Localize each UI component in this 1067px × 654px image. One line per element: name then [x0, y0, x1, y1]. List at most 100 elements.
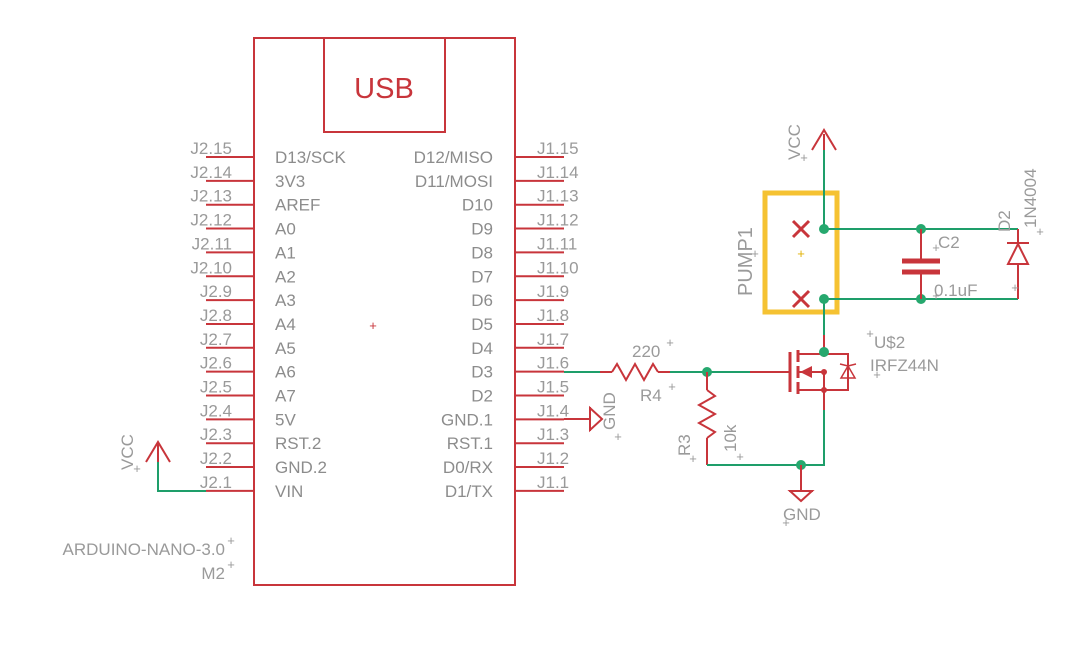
- pin-name: GND.1: [441, 410, 493, 429]
- capacitor-c2[interactable]: C2 0.1uF + +: [902, 229, 977, 303]
- vcc-top-arrow: [811, 128, 837, 151]
- pin-right[interactable]: J1.2D0/RX: [443, 449, 569, 477]
- pin-name: D13/SCK: [275, 148, 347, 167]
- r3-ref: R3: [675, 434, 694, 456]
- pin-number: J1.14: [537, 163, 579, 182]
- pin-number: J1.2: [537, 449, 569, 468]
- pin-left[interactable]: J2.7 A5: [200, 330, 296, 358]
- mosfet-u2[interactable]: U$2 IRFZ44N + +: [750, 326, 939, 410]
- svg-text:+: +: [1036, 224, 1044, 239]
- body-diode: [839, 364, 857, 379]
- pin-right[interactable]: J1.6 D3: [471, 354, 569, 382]
- pin-number: J1.6: [537, 354, 569, 373]
- svg-text:+: +: [668, 379, 676, 394]
- gnd-symbol-arduino[interactable]: GND +: [564, 392, 622, 444]
- usb-connector: [323, 37, 446, 133]
- pin-left[interactable]: J2.15 D13/SCK: [190, 139, 346, 167]
- u2-ref: U$2: [874, 333, 905, 352]
- wire-vin: [157, 442, 206, 492]
- c2-value: 0.1uF: [934, 281, 977, 300]
- pin-name: D11/MOSI: [415, 172, 493, 191]
- pin-name: D5: [471, 315, 493, 334]
- pin-name: D6: [471, 291, 493, 310]
- pin-name: D2: [471, 387, 493, 406]
- pin-right[interactable]: J1.5 D2: [471, 378, 569, 406]
- pin-name: RST.1: [447, 434, 493, 453]
- pin-name: GND.2: [275, 458, 327, 477]
- pin-number: J1.8: [537, 306, 569, 325]
- pin-name: A5: [275, 339, 296, 358]
- arduino-name: ARDUINO-NANO-3.0: [63, 540, 225, 559]
- pin-name: A7: [275, 387, 296, 406]
- d2-body: [1006, 241, 1030, 265]
- pin-right[interactable]: J1.4 GND.1: [441, 401, 569, 429]
- gnd1-triangle: [589, 405, 604, 433]
- r4-ref: R4: [640, 386, 662, 405]
- vcc-left-label: VCC: [118, 434, 137, 470]
- pin-name: D4: [471, 339, 493, 358]
- vcc-symbol-top[interactable]: VCC +: [785, 124, 837, 165]
- r3-zigzag: [696, 389, 718, 439]
- pump-ref: PUMP1: [735, 227, 757, 296]
- pin-right[interactable]: J1.8 D5: [471, 306, 569, 334]
- pin-number: J2.15: [190, 139, 232, 158]
- resistor-r3[interactable]: R3 10k + +: [675, 372, 744, 466]
- svg-text:+: +: [751, 246, 759, 261]
- pin-number: J2.7: [200, 330, 232, 349]
- gnd-arduino-label: GND: [600, 392, 619, 430]
- pin-name: A1: [275, 243, 296, 262]
- pin-number: J2.6: [200, 354, 232, 373]
- pin-number: J1.4: [537, 401, 569, 420]
- gnd-symbol-bottom[interactable]: GND +: [782, 465, 821, 530]
- svg-text:+: +: [782, 515, 790, 530]
- vcc-symbol-left[interactable]: VCC +: [118, 434, 206, 492]
- pin-right[interactable]: J1.9D6: [471, 282, 569, 310]
- pin-right[interactable]: J1.7D4: [471, 330, 569, 358]
- pin-left[interactable]: J2.2 GND.2: [200, 449, 327, 477]
- pin-number: J2.2: [200, 449, 232, 468]
- pin-number: J2.1: [200, 473, 232, 492]
- r4-value: 220: [632, 342, 660, 361]
- pin-name: 3V3: [275, 172, 305, 191]
- pump-pump1[interactable]: + PUMP1 +: [735, 190, 840, 315]
- pin-number: J1.5: [537, 378, 569, 397]
- resistor-r4[interactable]: 220 R4 + +: [600, 335, 676, 405]
- pin-name: D9: [471, 220, 493, 239]
- svg-text:+: +: [689, 451, 697, 466]
- pin-name: D3: [471, 363, 493, 382]
- arduino-ref: M2: [201, 564, 225, 583]
- pin-right[interactable]: J1.1D1/TX: [445, 473, 569, 501]
- pin-number: J1.11: [537, 234, 577, 253]
- arduino-body: [253, 37, 516, 586]
- usb-label: USB: [354, 73, 414, 105]
- pin-right[interactable]: J1.14 D11/MOSI: [415, 163, 579, 191]
- diode-d2[interactable]: D2 1N4004 + +: [995, 168, 1044, 299]
- pin-number: J2.13: [190, 187, 232, 206]
- svg-text:+: +: [866, 326, 874, 341]
- d2-ref: D2: [995, 210, 1014, 232]
- pin-name: D10: [462, 196, 493, 215]
- pin-name: A2: [275, 267, 296, 286]
